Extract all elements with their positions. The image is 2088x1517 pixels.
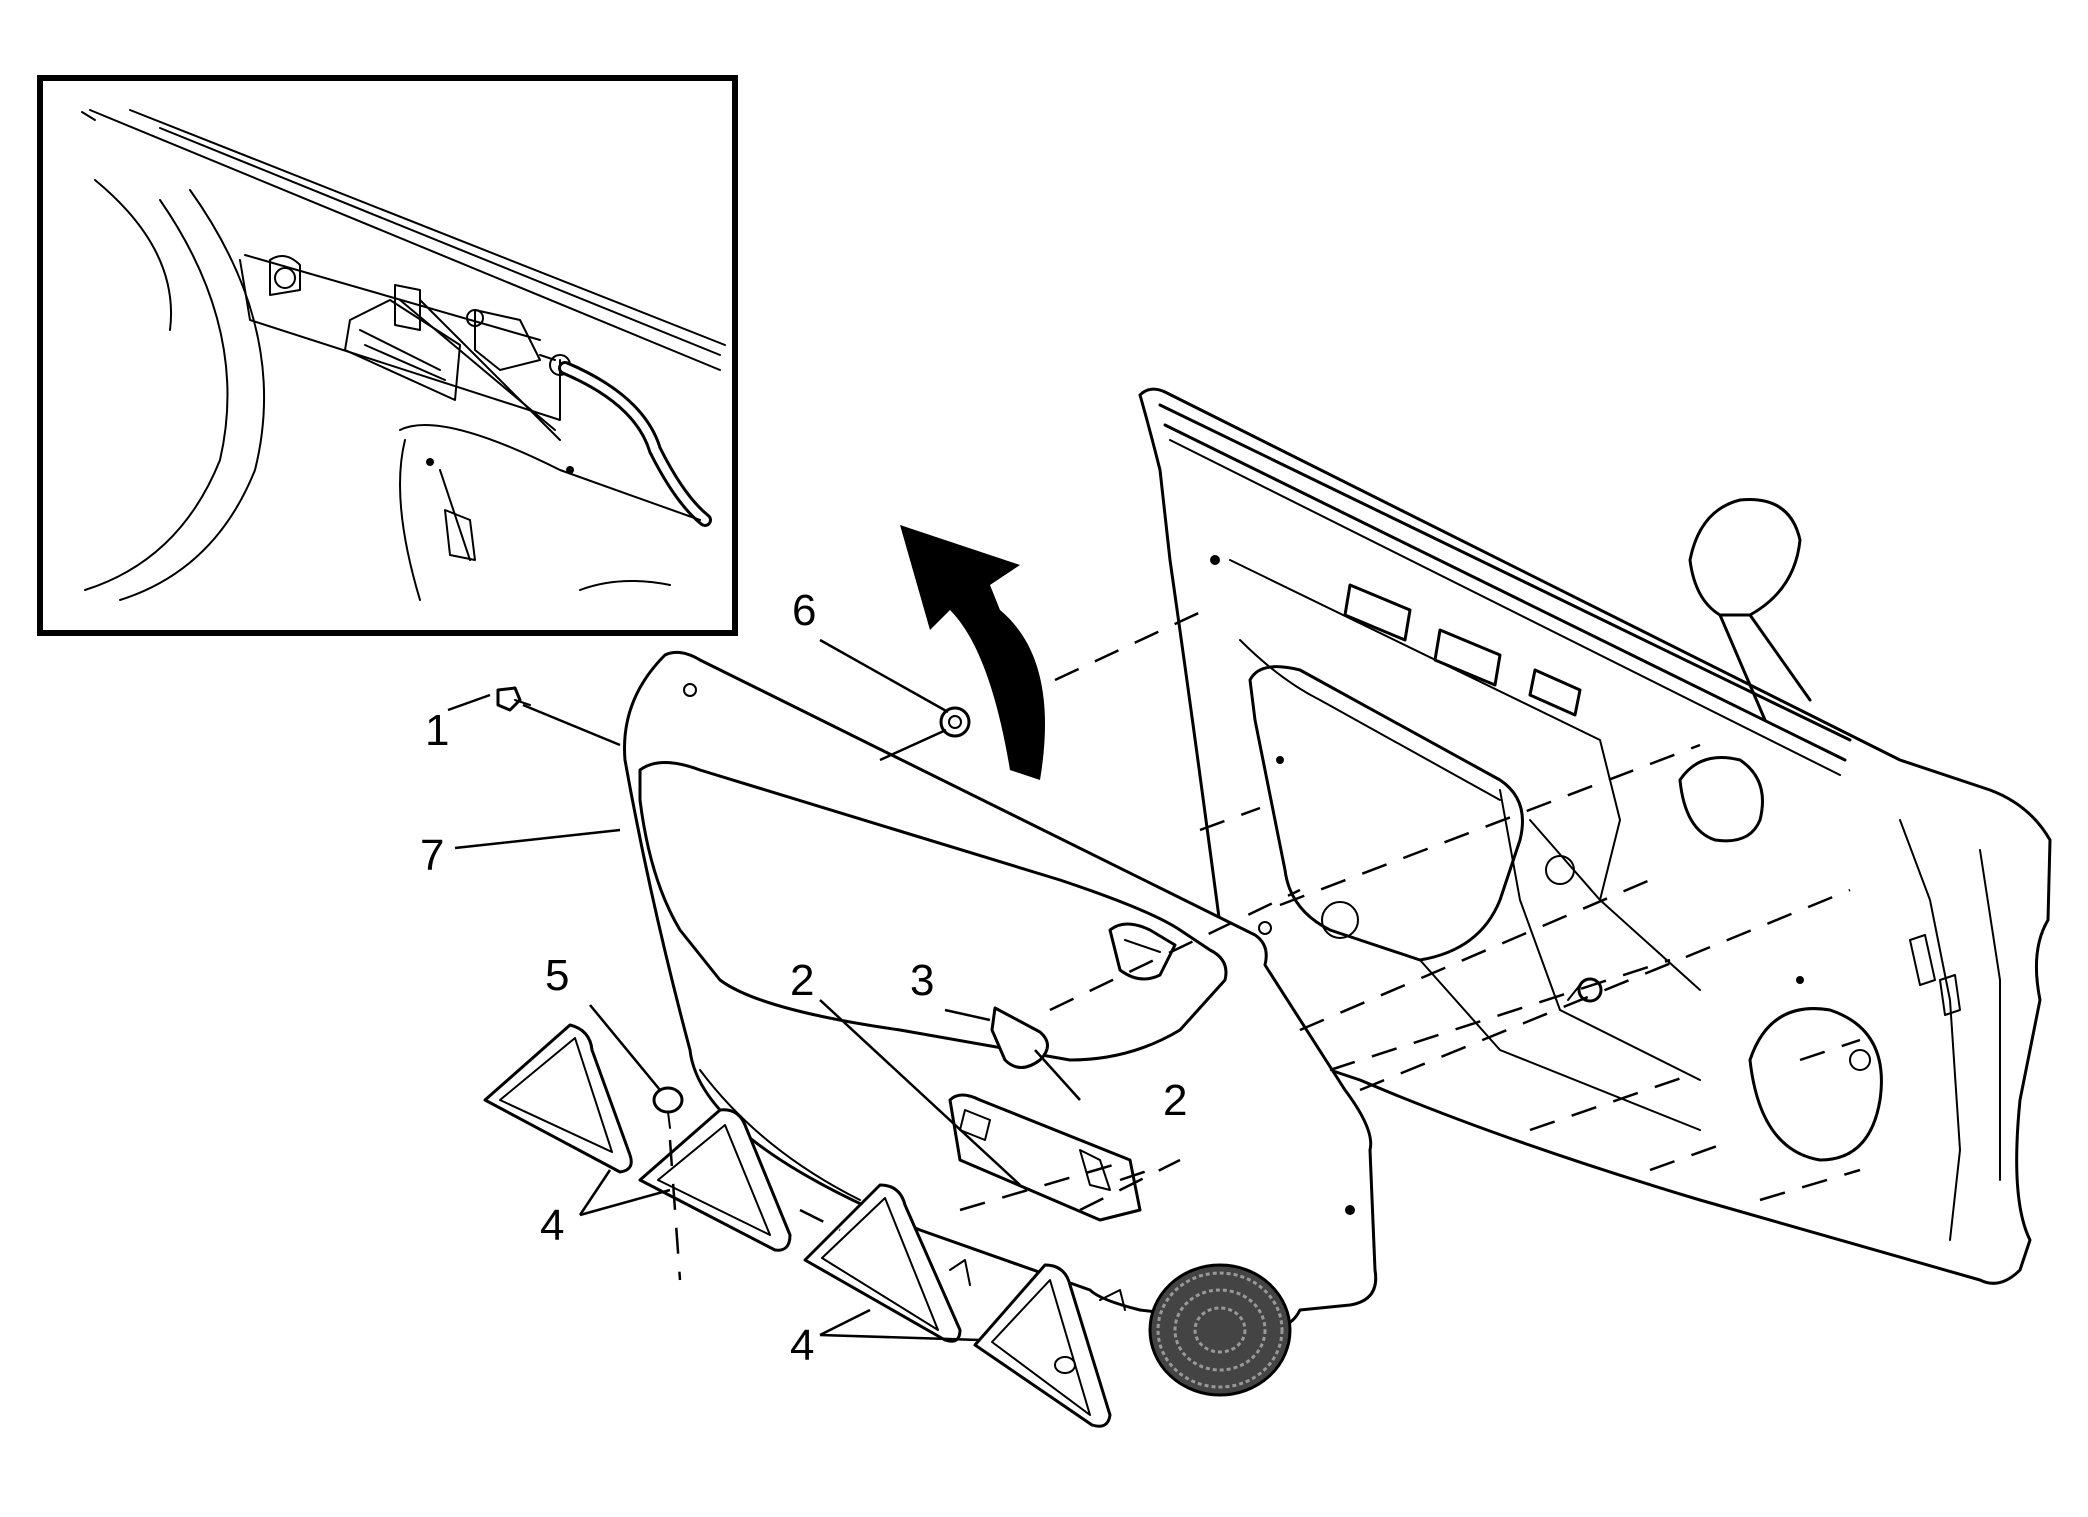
callout-4-right: 4 (790, 1321, 814, 1370)
callout-6: 6 (792, 586, 816, 635)
screw-cover (990, 1006, 1049, 1069)
trim-bracket-left-b (638, 1108, 792, 1252)
callout-7: 7 (420, 831, 444, 880)
callout-2-lower: 2 (1163, 1076, 1187, 1125)
door-trim-panel (623, 650, 1378, 1397)
callout-5: 5 (545, 951, 569, 1000)
callout-2-upper: 2 (790, 956, 814, 1005)
callout-4-left: 4 (540, 1201, 564, 1250)
callout-1: 1 (425, 706, 449, 755)
alignment-lines (668, 608, 1861, 1281)
push-pin-retainer (939, 706, 971, 738)
callout-leaders (447, 638, 1081, 1342)
callout-3: 3 (910, 956, 934, 1005)
door-inner-panel (1138, 387, 2052, 1285)
inset-detail-view (37, 75, 738, 636)
trim-bracket-left-a (483, 1023, 633, 1174)
removal-direction-arrow (900, 525, 1045, 780)
trim-bracket-right-a (803, 1183, 971, 1343)
push-clip (652, 1086, 684, 1129)
trim-bracket-right-b (973, 1263, 1126, 1428)
callout-labels: 1 2 2 3 4 4 5 6 7 (420, 586, 1187, 1370)
retainer-clip (496, 686, 531, 712)
